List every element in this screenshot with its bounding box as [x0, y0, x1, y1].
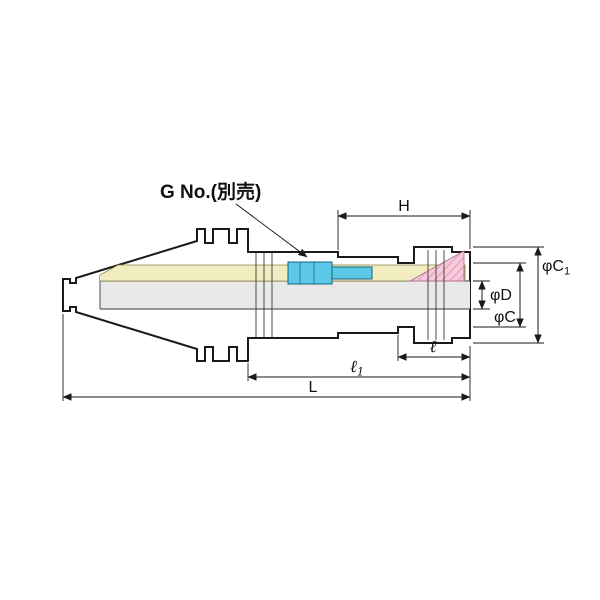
dim-ell: ℓ	[397, 335, 471, 401]
dim-phiC-label: φC	[494, 309, 516, 326]
body-step-lines	[255, 253, 273, 337]
bore-section-highlight	[100, 265, 465, 281]
dim-phiC1: φC1	[473, 246, 570, 344]
nut-thread-lines	[427, 250, 445, 340]
g-no-label: G No.(別売)	[160, 180, 261, 203]
dim-L-label: L	[309, 379, 318, 396]
dim-H: H	[337, 198, 471, 250]
dim-ell-label: ℓ	[429, 337, 436, 357]
dim-phiC: φC	[473, 262, 526, 328]
dim-phiD: φD	[473, 280, 512, 310]
g-no-callout: G No.(別売)	[160, 180, 308, 258]
dim-L: L	[62, 314, 471, 401]
g-no-leader-arrow	[235, 203, 308, 258]
dim-phiC1-label: φC1	[542, 258, 570, 278]
g-part	[287, 261, 373, 285]
bore-highlight-edge	[99, 264, 466, 282]
dim-ell1: ℓ1	[247, 357, 471, 381]
dim-ell1-label: ℓ1	[350, 357, 364, 379]
dim-H-label: H	[398, 198, 410, 215]
dim-phiD-label: φD	[490, 287, 512, 304]
